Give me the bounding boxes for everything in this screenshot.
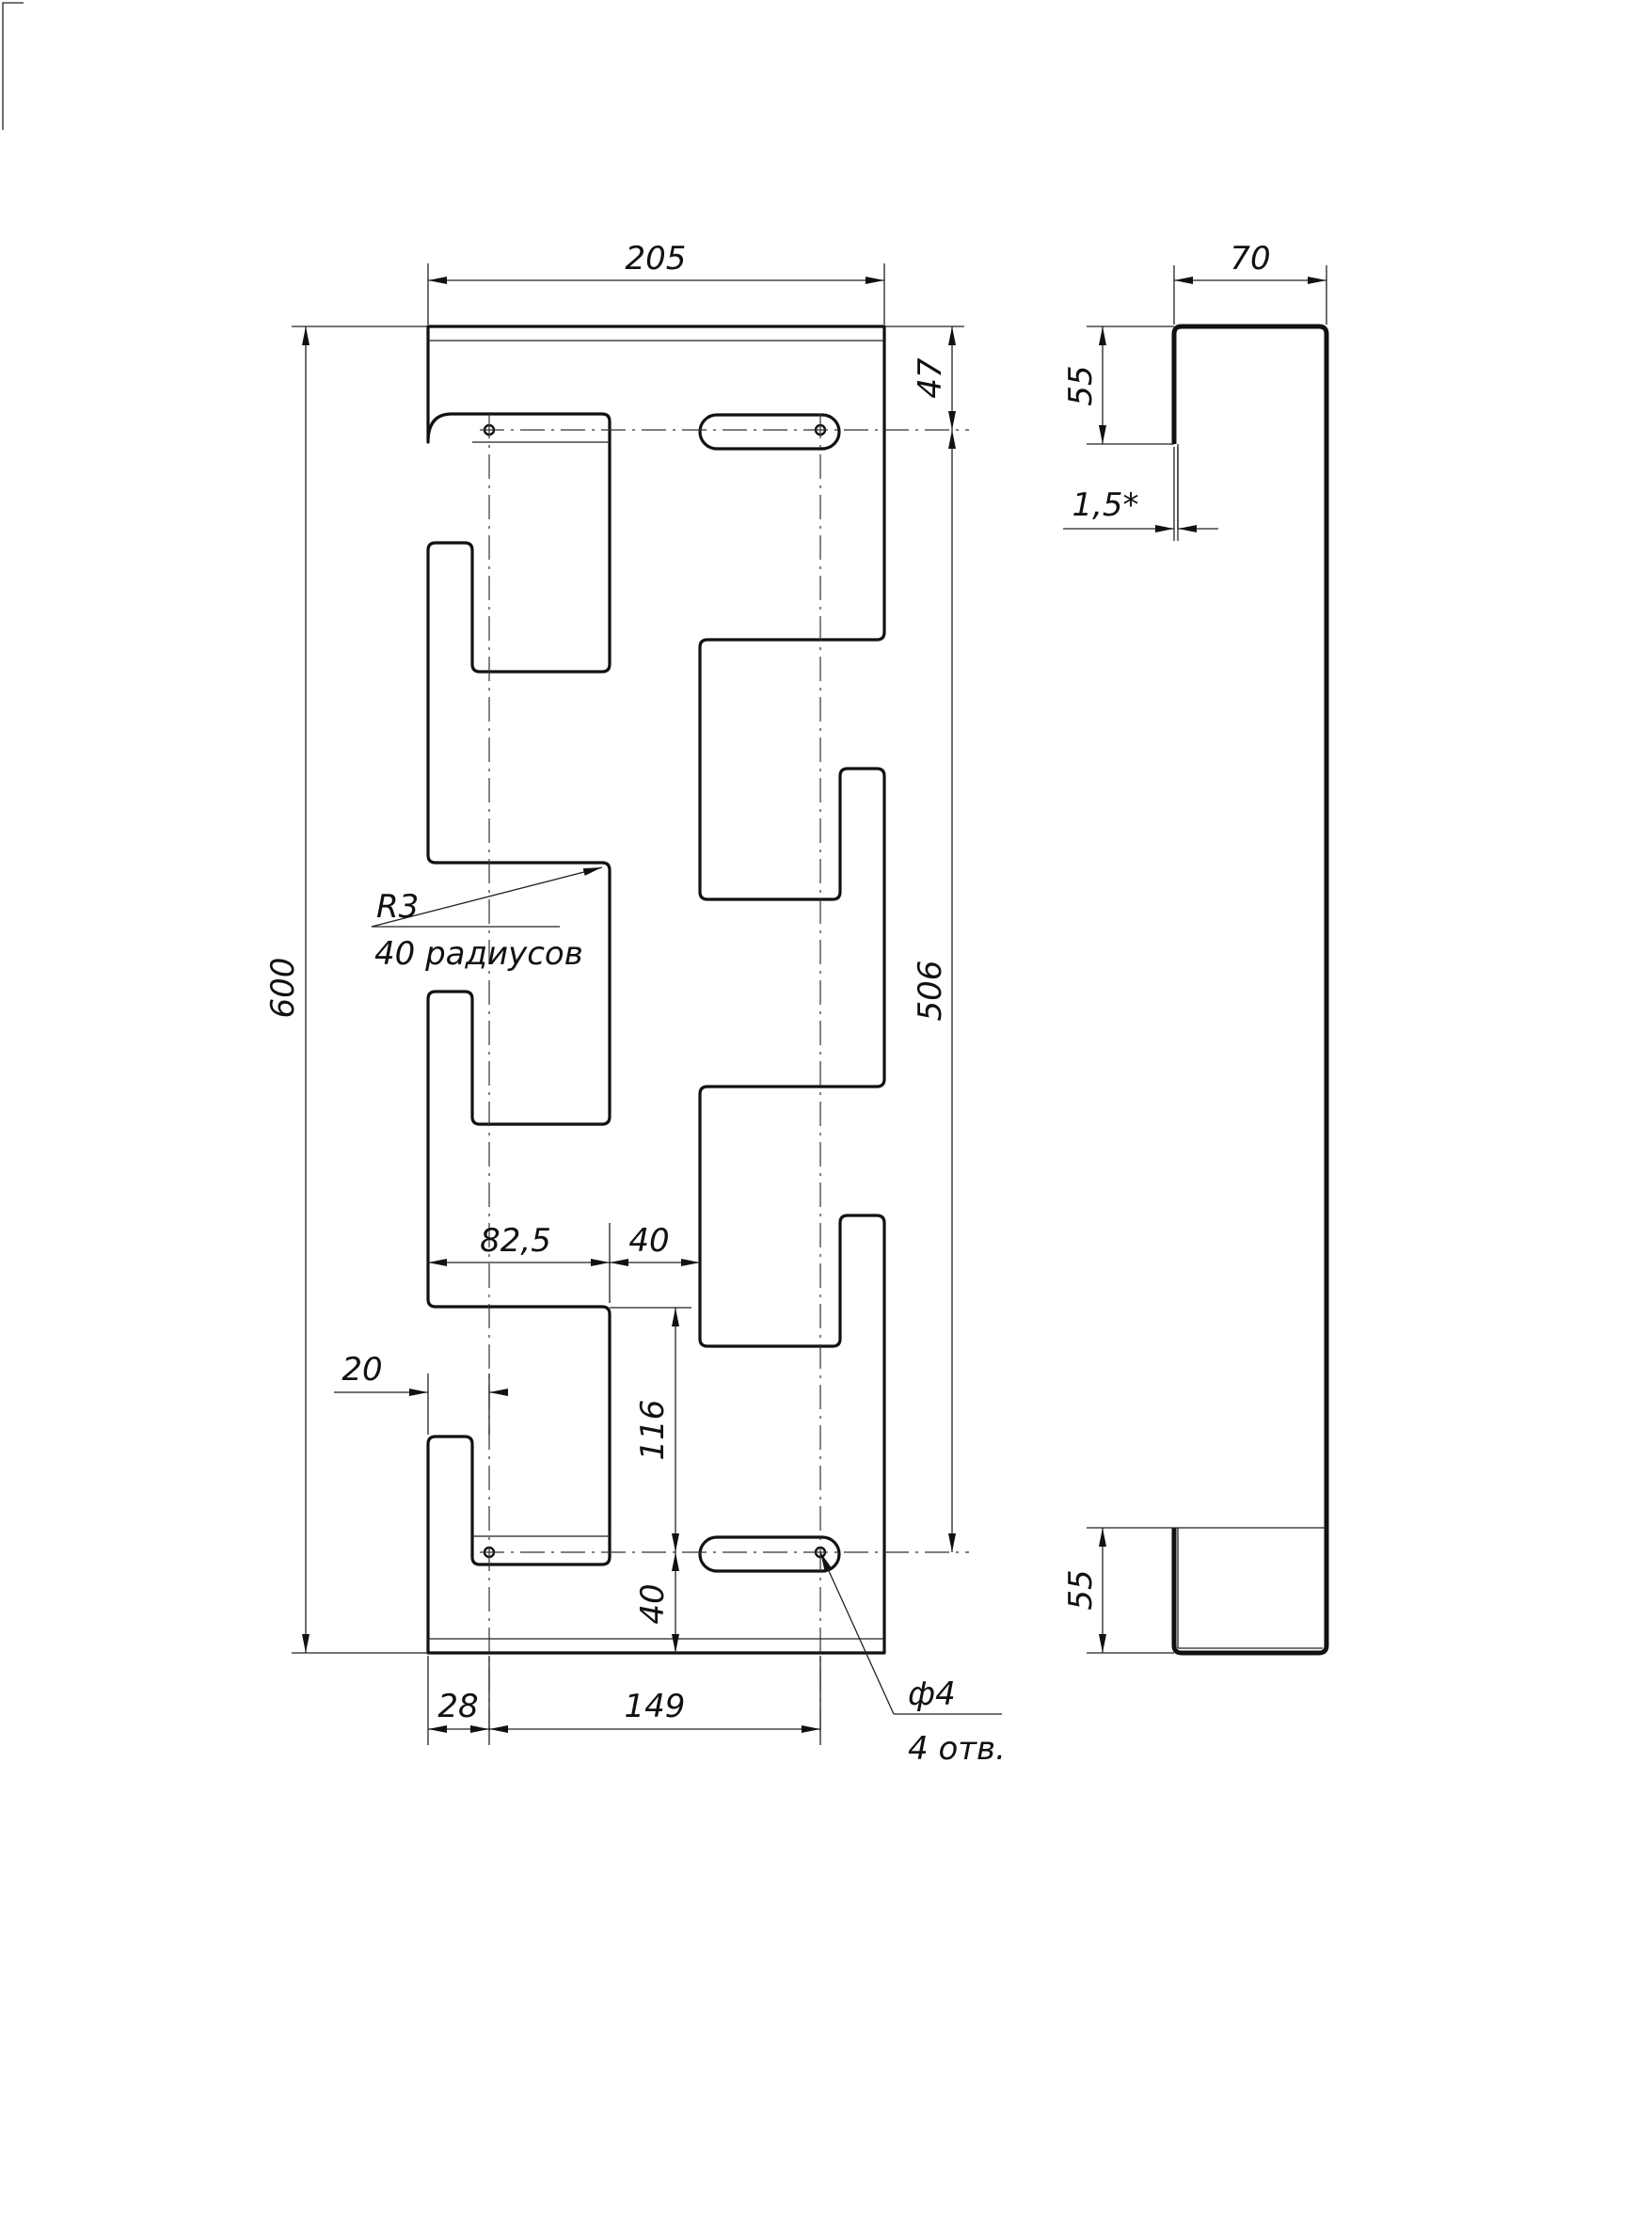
dim-thickness-label: 1,5*: [1072, 486, 1138, 524]
dim-left-margin-label: 20: [342, 1351, 382, 1389]
radius-leader: [371, 866, 603, 928]
radius-note: 40 радиусов: [374, 935, 583, 973]
dim-width-label: 205: [626, 240, 687, 278]
dim-hole-edge-label: 28: [437, 1688, 478, 1725]
dim-gap-width-label: 40: [628, 1222, 669, 1260]
dim-top-offset-label: 47: [912, 357, 949, 399]
dim-hole-spacing-h-label: 149: [625, 1688, 686, 1725]
front-view: [426, 325, 969, 1731]
hole-label: ф4: [908, 1675, 956, 1713]
dim-bottom-margin-label: 40: [634, 1583, 672, 1624]
dim-top-flange-label: 55: [1062, 365, 1100, 405]
side-view-profile: [1171, 324, 1329, 1656]
front-view-outline: [426, 325, 886, 1655]
top-right-slot: [698, 413, 841, 451]
dim-slot-height-label: 116: [634, 1400, 672, 1461]
front-dimensions: 205 600 47 506 R3 40 радиусов 82,5 40 20: [264, 240, 1006, 1768]
dim-hole-spacing-v-label: 506: [912, 961, 949, 1022]
side-view: [1171, 324, 1329, 1656]
dim-height-label: 600: [264, 958, 302, 1019]
hole-note: 4 отв.: [908, 1730, 1006, 1768]
sheet-corner-mark: [2, 2, 24, 130]
side-dimensions: 70 55 1,5* 55: [1062, 240, 1327, 1654]
bottom-right-slot: [698, 1535, 841, 1573]
radius-label: R3: [376, 888, 419, 926]
hole-leader: [819, 1551, 895, 1715]
dim-bottom-flange-label: 55: [1062, 1569, 1100, 1610]
dim-side-depth-label: 70: [1230, 240, 1270, 278]
dim-step-width-label: 82,5: [480, 1222, 551, 1260]
